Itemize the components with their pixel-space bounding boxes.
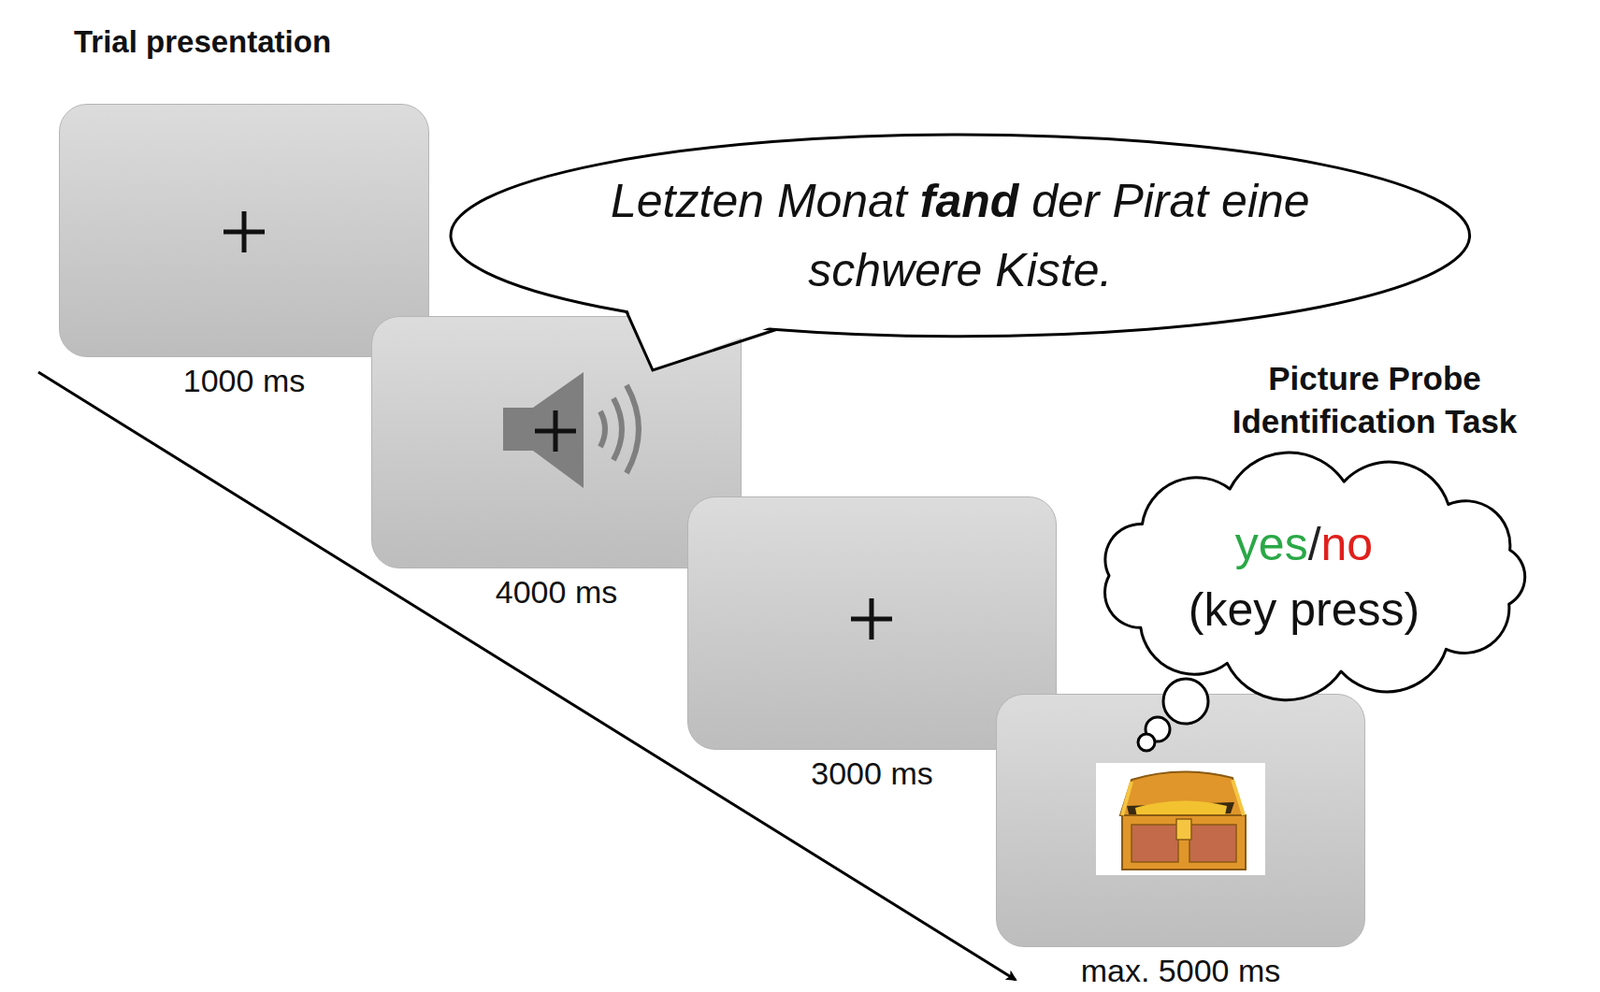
fixation-cross [534, 410, 577, 452]
speaker-icon [503, 372, 639, 489]
sentence-part: Letzten Monat [610, 174, 908, 228]
cloud-outline [1079, 448, 1567, 705]
speech-bubble-outline [448, 132, 1472, 339]
task-label: Picture Probe Identification Task [1206, 357, 1543, 444]
speech-tail [626, 311, 777, 371]
treasure-chest-picture [1095, 763, 1266, 876]
thought-cloud: yes/no (key press) [1079, 448, 1567, 705]
thought-circle [1138, 734, 1155, 751]
duration-label: 1000 ms [183, 363, 305, 399]
speech-tail-fill [626, 306, 777, 371]
speech-bubble: Letzten Monat fand der Pirat eine schwer… [448, 132, 1472, 339]
duration-label: 4000 ms [495, 575, 618, 610]
duration-label: max. 5000 ms [1081, 953, 1282, 989]
response-method: (key press) [1188, 576, 1420, 643]
response-text: no [1321, 518, 1374, 571]
spoken-sentence: Letzten Monat fand der Pirat eine schwer… [548, 166, 1372, 305]
diagram-title: Trial presentation [73, 24, 332, 60]
response-text: / [1308, 518, 1322, 571]
thought-circle [1163, 678, 1209, 724]
timeline-arrow [38, 372, 1016, 981]
target-verb: fand [920, 174, 1020, 228]
response-text: yes [1235, 518, 1309, 571]
fixation-cross [850, 598, 893, 640]
response-text: (key press) [1188, 583, 1420, 636]
bubble-content: Letzten Monat fand der Pirat eine schwer… [448, 132, 1472, 339]
cloud-shape [1105, 452, 1526, 701]
bubble-content: yes/no (key press) [1079, 448, 1567, 705]
speech-ellipse [450, 134, 1471, 337]
response-options: yes/no [1235, 511, 1373, 577]
duration-label: 3000 ms [810, 756, 933, 792]
fixation-cross [223, 211, 265, 253]
